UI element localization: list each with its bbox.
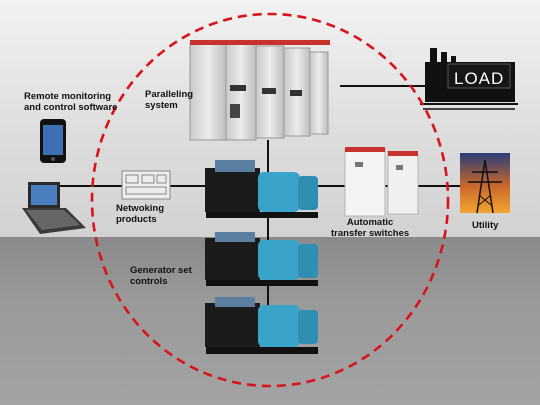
networking-panel [121, 170, 171, 200]
generator-set-3 [205, 297, 318, 354]
utility-tower-icon [460, 153, 510, 214]
label-remote-monitoring: Remote monitoring and control software [24, 91, 118, 113]
smartphone-icon [40, 119, 66, 163]
label-utility: Utility [472, 220, 499, 231]
generator-set-2 [205, 232, 318, 286]
generator-set-1 [205, 160, 318, 218]
label-paralleling-system: Paralleling system [145, 89, 194, 111]
load-building-icon [420, 48, 518, 110]
paralleling-switchgear [189, 40, 330, 141]
transfer-switches [344, 147, 419, 217]
label-generator-controls: Generator set controls [130, 265, 192, 287]
label-networking-products: Netwoking products [116, 203, 165, 225]
label-transfer-switches: Automatic transfer switches [331, 217, 410, 239]
system-boundary-circle [90, 12, 450, 388]
laptop-icon [22, 182, 86, 234]
label-load: LOAD [454, 69, 505, 88]
